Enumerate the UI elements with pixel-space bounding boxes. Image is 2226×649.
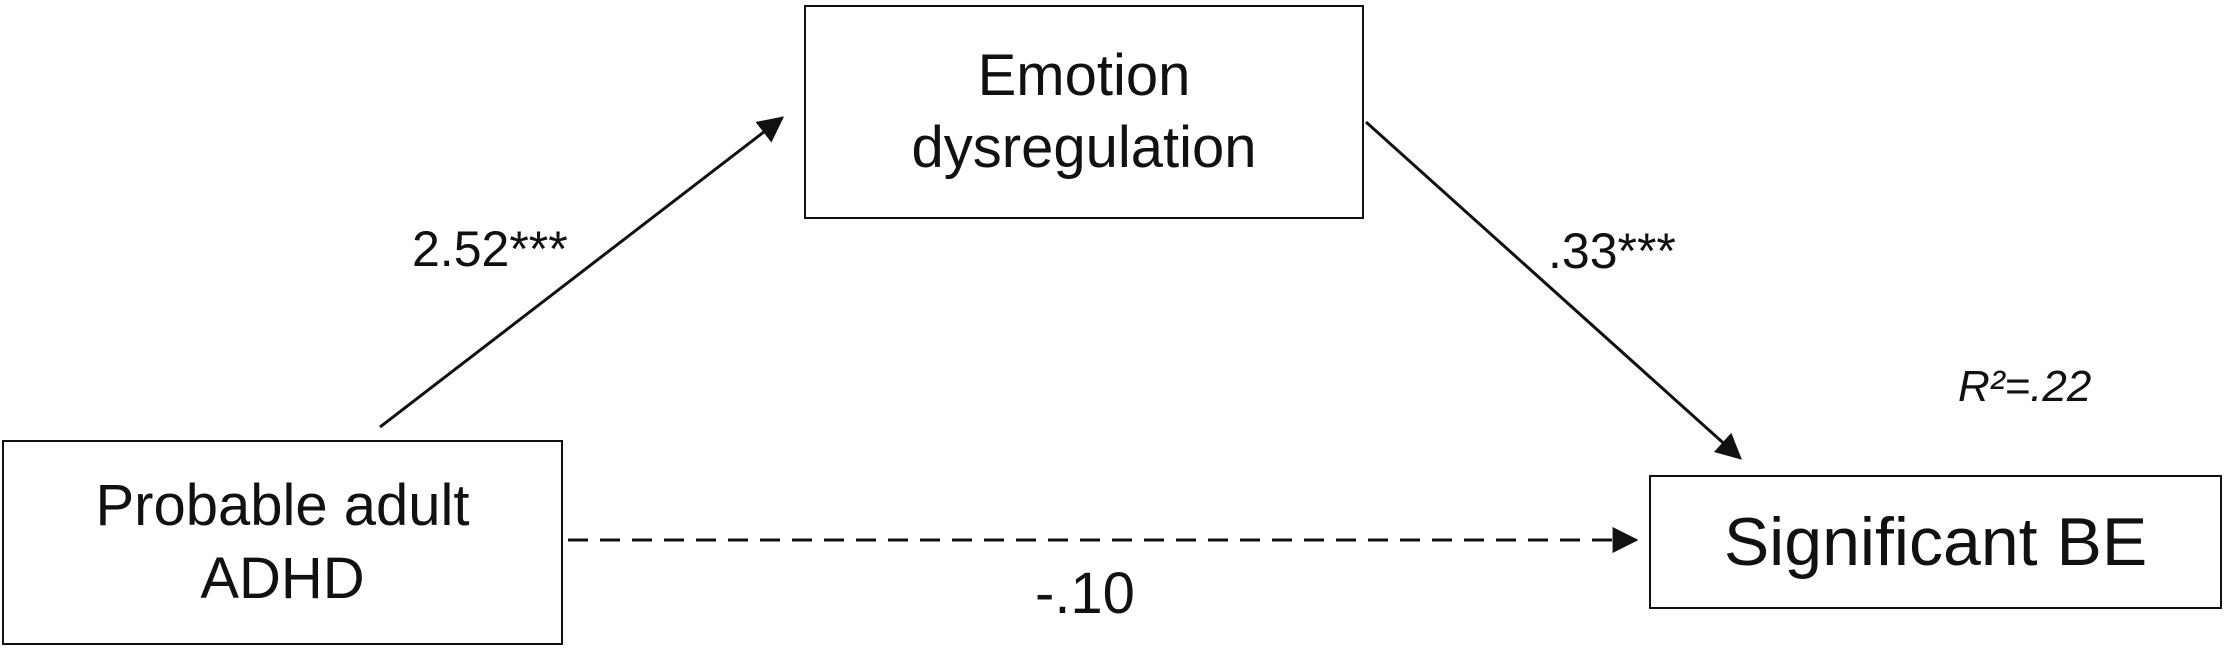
path-a-coefficient: 2.52*** — [412, 221, 568, 277]
path-c-coefficient: -.10 — [1035, 561, 1135, 626]
outcome-label: Significant BE — [1723, 503, 2148, 580]
mediator-box: Emotion dysregulation — [804, 5, 1364, 219]
predictor-box: Probable adult ADHD — [2, 440, 563, 645]
predictor-label-line2: ADHD — [200, 545, 365, 611]
mediator-label-line2: dysregulation — [911, 115, 1257, 180]
outcome-box: Significant BE — [1649, 475, 2222, 609]
path-b-coefficient: .33*** — [1548, 223, 1676, 279]
path-b-arrow — [1364, 120, 1742, 460]
predictor-label-line1: Probable adult — [95, 473, 470, 538]
mediator-label-line1: Emotion — [977, 42, 1191, 108]
path-a-arrow — [379, 116, 785, 429]
r-squared-label: R²=.22 — [1958, 362, 2092, 411]
